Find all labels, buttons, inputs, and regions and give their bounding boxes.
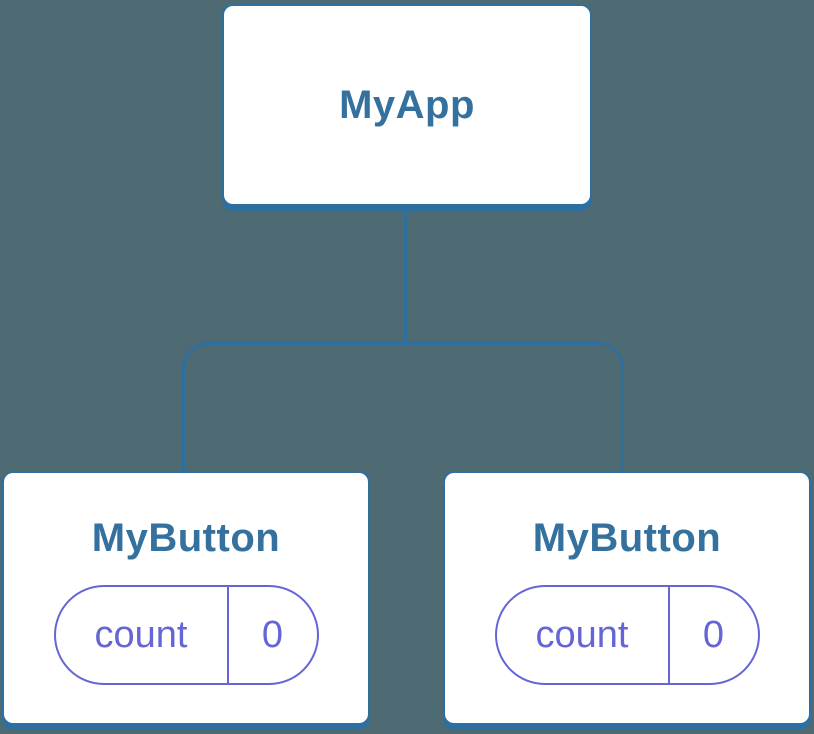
child-component-label: MyButton [91,516,281,560]
child-component-node-left: MyButton count 0 [2,471,370,725]
state-name-label: count [56,587,229,683]
root-component-label: MyApp [339,83,475,127]
tree-connector-line [404,207,407,344]
child-component-label: MyButton [532,516,722,560]
state-value-label: 0 [702,613,725,656]
root-component-node: MyApp [222,4,592,206]
state-value-label: 0 [261,613,284,656]
child-component-node-right: MyButton count 0 [443,471,811,725]
state-badge: count 0 [53,585,319,685]
state-badge: count 0 [494,585,760,685]
state-name-label: count [497,587,670,683]
tree-connector-bracket [182,342,624,475]
